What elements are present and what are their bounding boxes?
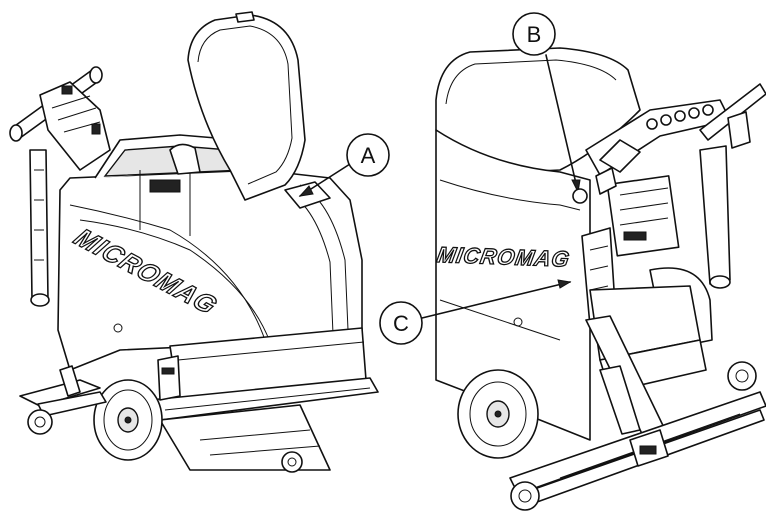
brand-logo-right: MICROMAG [435, 242, 572, 271]
squeegee-right [509, 361, 766, 511]
callout-a-label: A [361, 143, 376, 168]
rear-wheel-right [457, 369, 539, 459]
callout-c: C [379, 279, 572, 345]
callout-b: B [512, 12, 588, 204]
squeegee-left [19, 365, 107, 435]
left-machine-view: MICROMAG [9, 11, 379, 473]
callout-c-label: C [393, 311, 409, 336]
right-machine-view: MICROMAG [434, 47, 766, 511]
handle-assembly-left [9, 66, 111, 307]
machine-body-right [435, 129, 591, 441]
tank-lid-left [187, 11, 306, 201]
control-panel-right [585, 99, 731, 257]
callout-b-label: B [527, 22, 542, 47]
rear-wheel-left [93, 379, 163, 461]
callout-a: A [298, 133, 390, 197]
